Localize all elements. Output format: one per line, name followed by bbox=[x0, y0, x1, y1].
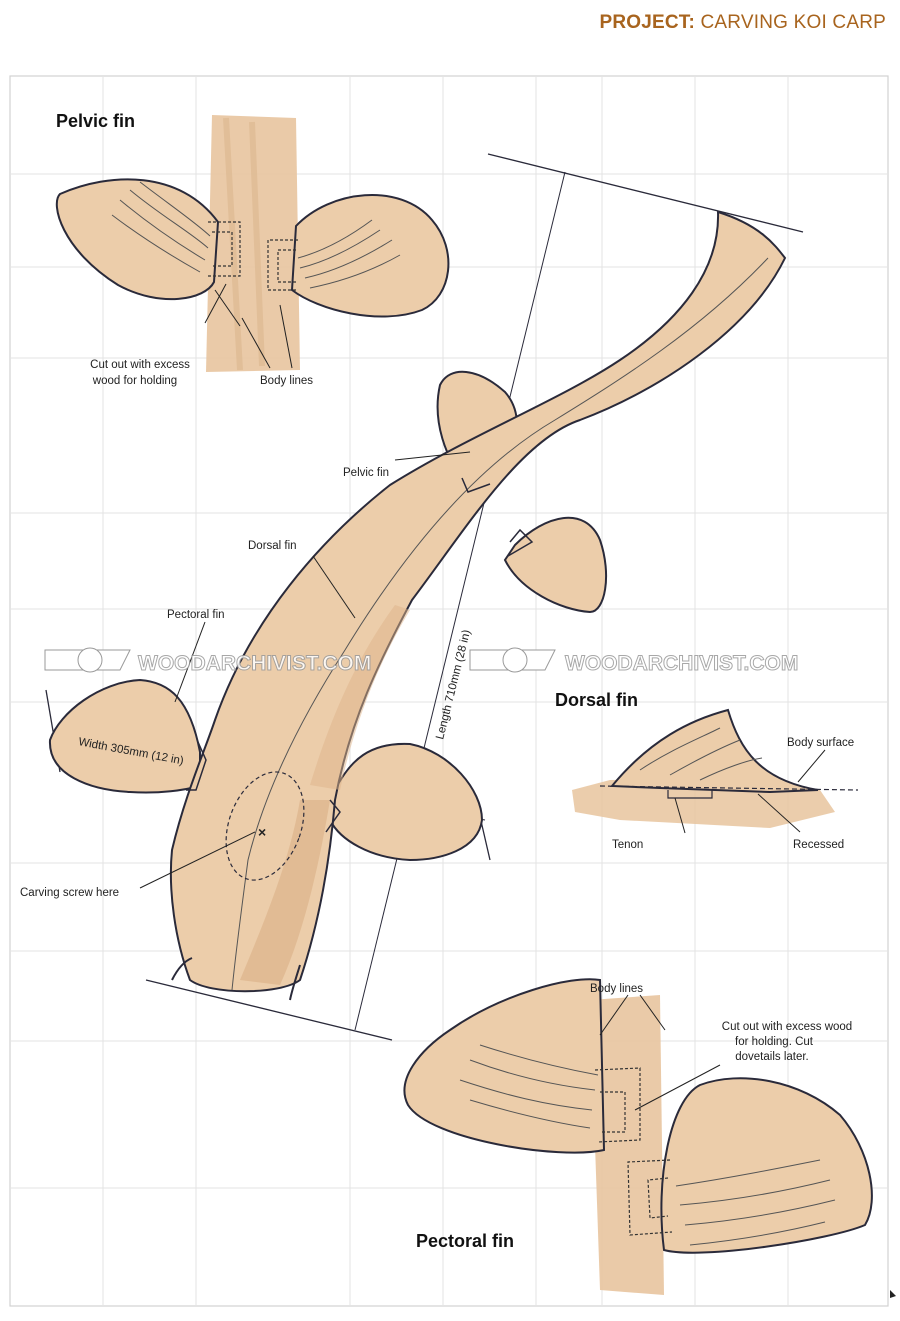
label-tenon: Tenon bbox=[612, 839, 643, 851]
label-pectoral-body-lines: Body lines bbox=[590, 983, 643, 995]
pelvic-fin-left bbox=[55, 178, 220, 301]
label-pelvic-body-lines: Body lines bbox=[260, 375, 313, 387]
header-title: CARVING KOI CARP bbox=[700, 12, 886, 33]
label-body-surface: Body surface bbox=[787, 737, 854, 749]
fish-pectoral-fin-right bbox=[328, 742, 484, 862]
screw-mark: × bbox=[258, 824, 266, 840]
koi-fish: × bbox=[45, 153, 804, 1041]
saw-logo-left bbox=[44, 647, 131, 673]
label-recessed: Recessed bbox=[793, 839, 844, 851]
label-length: Length 710mm (28 in) bbox=[434, 628, 473, 740]
watermark-text-left: WOODARCHIVIST.COM bbox=[138, 652, 371, 675]
label-carving-screw: Carving screw here bbox=[20, 887, 119, 899]
fish-pectoral-fin-left bbox=[48, 678, 201, 794]
label-fish-pelvic-fin: Pelvic fin bbox=[343, 467, 389, 479]
fish-body bbox=[169, 210, 787, 993]
screw-zone bbox=[225, 771, 305, 881]
watermark-text-right: WOODARCHIVIST.COM bbox=[565, 652, 798, 675]
pectoral-fin-right bbox=[660, 1077, 873, 1254]
pectoral-body-block bbox=[590, 995, 664, 1295]
pelvic-fin-right bbox=[290, 194, 450, 318]
section-title-dorsal: Dorsal fin bbox=[555, 690, 638, 710]
label-pelvic-cut-line2: wood for holding bbox=[92, 375, 177, 387]
saw-logo-right bbox=[469, 647, 556, 673]
pectoral-fin-left bbox=[403, 978, 606, 1154]
watermark: WOODARCHIVIST.COM WOODARCHIVIST.COM bbox=[44, 647, 799, 676]
label-pelvic-cut-line1: Cut out with excess bbox=[90, 359, 190, 371]
section-title-pelvic: Pelvic fin bbox=[56, 111, 135, 131]
length-guide-bottom bbox=[145, 979, 393, 1041]
length-guide-top bbox=[487, 153, 804, 233]
pectoral-fin-detail bbox=[403, 978, 873, 1295]
label-pectoral-cut-line1: Cut out with excess wood bbox=[722, 1021, 852, 1033]
label-pectoral-cut-line3: dovetails later. bbox=[735, 1051, 809, 1063]
length-line bbox=[354, 171, 566, 1031]
fish-pelvic-fin-right bbox=[503, 516, 607, 614]
page-header: PROJECT: CARVING KOI CARP bbox=[599, 12, 886, 34]
grid bbox=[9, 75, 889, 1307]
dorsal-fin-detail bbox=[572, 708, 859, 834]
pelvic-fin-detail bbox=[55, 115, 450, 372]
label-fish-dorsal-fin: Dorsal fin bbox=[248, 540, 297, 552]
label-fish-pectoral-fin: Pectoral fin bbox=[167, 609, 225, 621]
frame bbox=[9, 75, 889, 1307]
section-title-pectoral: Pectoral fin bbox=[416, 1231, 514, 1251]
dorsal-line bbox=[231, 257, 769, 991]
header-prefix: PROJECT: bbox=[599, 12, 696, 33]
page-corner-mark bbox=[890, 1290, 896, 1298]
label-pectoral-cut-line2: for holding. Cut bbox=[735, 1036, 814, 1048]
